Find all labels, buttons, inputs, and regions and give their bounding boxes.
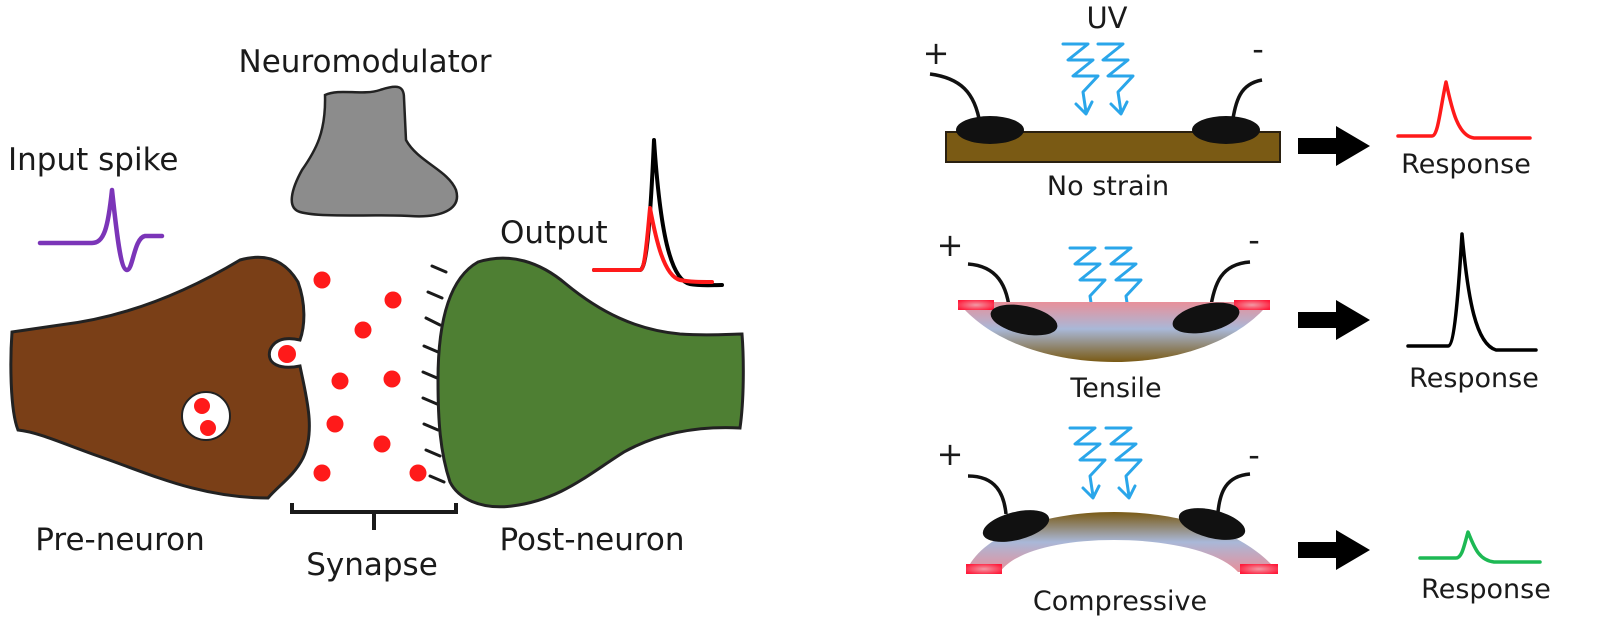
vesicle: [331, 372, 349, 390]
positive-electrode: [956, 116, 1024, 144]
vesicle: [278, 345, 296, 363]
post-neuron-receptors: [421, 264, 448, 484]
response-label: Response: [1409, 363, 1539, 394]
negative-electrode: [1172, 302, 1240, 334]
vesicle: [373, 435, 391, 453]
vesicle: [354, 321, 372, 339]
uv-arrows: [1068, 426, 1143, 500]
plus-terminal-label: +: [937, 226, 964, 264]
post-neuron-label: Post-neuron: [499, 522, 684, 558]
positive-wire: [967, 474, 1008, 515]
output-spike-red: [592, 206, 714, 284]
strain-cap-left: [966, 564, 1002, 574]
response-spike: [1396, 80, 1532, 140]
minus-terminal-label: -: [1248, 221, 1260, 259]
strain-cap-right: [1240, 564, 1278, 574]
plus-terminal-label: +: [937, 435, 964, 473]
negative-wire: [1216, 472, 1251, 513]
pre-neuron-label: Pre-neuron: [35, 522, 205, 558]
neuromodulator-shape: [290, 85, 459, 218]
minus-terminal-label: -: [1252, 30, 1264, 68]
strain-cap-left: [958, 300, 994, 310]
condition-label: Compressive: [1033, 586, 1207, 617]
negative-electrode: [1178, 508, 1246, 540]
response-spike: [1406, 232, 1538, 352]
negative-electrode: [1192, 116, 1260, 144]
output-spike-black: [592, 138, 724, 288]
pre-neuron-nucleus: [181, 391, 231, 441]
synaptic-vesicles: [313, 271, 427, 482]
row-no-strain: + - No strain Response: [923, 30, 1532, 202]
vesicle: [409, 464, 427, 482]
response-spike: [1418, 530, 1542, 564]
input-spike-label: Input spike: [8, 142, 179, 178]
input-spike-waveform: [37, 187, 165, 273]
output-label: Output: [500, 215, 608, 251]
post-neuron-shape: [436, 256, 745, 509]
row-tensile: + - Tensile Response: [937, 221, 1539, 404]
positive-electrode: [990, 304, 1058, 336]
minus-terminal-label: -: [1248, 436, 1260, 474]
vesicle: [194, 398, 210, 414]
vesicle: [326, 415, 344, 433]
row-compressive: + - Compressive Response: [937, 426, 1551, 617]
right-arrow-icon: [1298, 126, 1370, 166]
synapse-label: Synapse: [306, 547, 438, 583]
vesicle: [313, 271, 331, 289]
pre-neuron-shape: [9, 255, 311, 500]
positive-wire: [929, 72, 982, 125]
response-label: Response: [1401, 149, 1531, 180]
vesicle: [200, 420, 216, 436]
vesicle: [383, 370, 401, 388]
plus-terminal-label: +: [923, 34, 950, 72]
condition-label: Tensile: [1069, 373, 1161, 404]
uv-label: UV: [1086, 1, 1127, 35]
right-arrow-icon: [1298, 300, 1370, 340]
condition-label: No strain: [1047, 171, 1169, 202]
vesicle: [313, 464, 331, 482]
response-label: Response: [1421, 574, 1551, 605]
vesicle: [384, 291, 402, 309]
uv-arrows: [1061, 42, 1135, 116]
positive-electrode: [982, 510, 1050, 542]
neuromodulator-label: Neuromodulator: [239, 44, 492, 80]
strain-cap-right: [1234, 300, 1270, 310]
synapse-bracket: [290, 503, 458, 530]
right-arrow-icon: [1298, 530, 1370, 570]
